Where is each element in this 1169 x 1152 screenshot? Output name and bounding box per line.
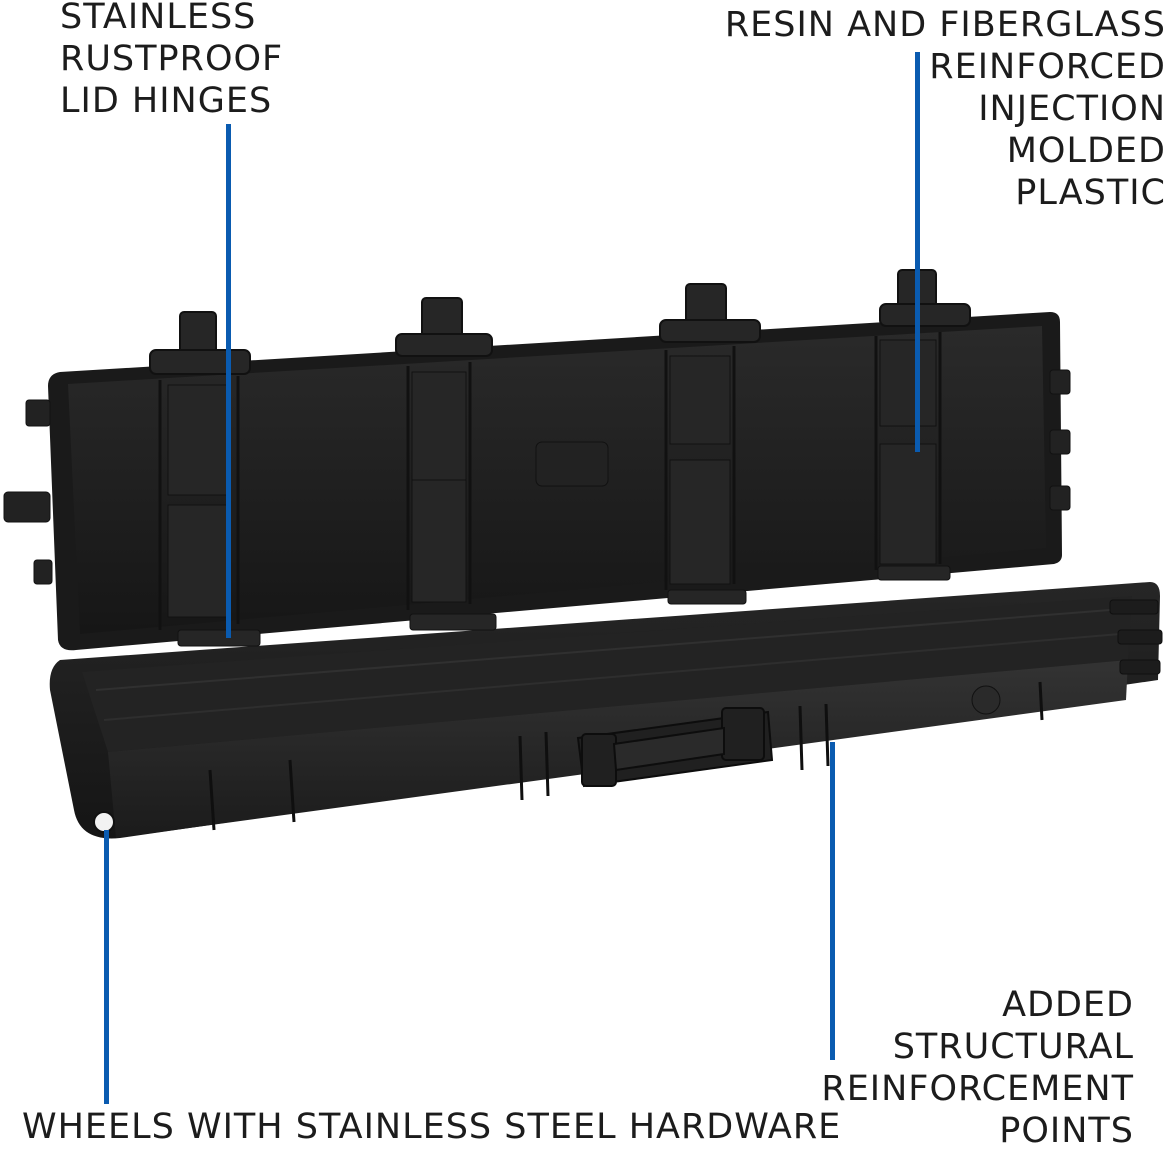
callout-hinges: STAINLESS RUSTPROOF LID HINGES (60, 0, 283, 122)
callout-reinforcement: ADDED STRUCTURAL REINFORCEMENT POINTS (821, 984, 1134, 1152)
callout-material-line: REINFORCED (929, 47, 1166, 87)
callout-hinges-line: LID HINGES (60, 81, 273, 121)
callout-hinges-line: RUSTPROOF (60, 39, 284, 79)
callout-lines (104, 52, 920, 1104)
case-lid (3, 269, 1071, 651)
callout-hinges-line: STAINLESS (60, 0, 257, 37)
callout-material-line: MOLDED (1006, 131, 1166, 171)
callout-reinforcement-line: REINFORCEMENT (821, 1069, 1134, 1109)
callout-material-line: RESIN AND FIBERGLASS (724, 5, 1166, 45)
callout-material-line: INJECTION (978, 89, 1166, 129)
callout-material: RESIN AND FIBERGLASS REINFORCED INJECTIO… (725, 4, 1166, 214)
callout-reinforcement-line: ADDED (1002, 985, 1134, 1025)
callout-line-wheels (104, 830, 109, 1104)
callout-material-line: PLASTIC (1015, 173, 1166, 213)
callout-wheels: WHEELS WITH STAINLESS STEEL HARDWARE (22, 1106, 841, 1148)
callout-line-reinforcement (830, 742, 835, 1060)
callout-reinforcement-line: POINTS (999, 1111, 1134, 1151)
callout-wheels-line: WHEELS WITH STAINLESS STEEL HARDWARE (22, 1107, 842, 1147)
case-base (49, 565, 1163, 839)
callout-line-material (915, 52, 920, 452)
callout-line-hinges (226, 124, 231, 638)
callout-reinforcement-line: STRUCTURAL (892, 1027, 1134, 1067)
